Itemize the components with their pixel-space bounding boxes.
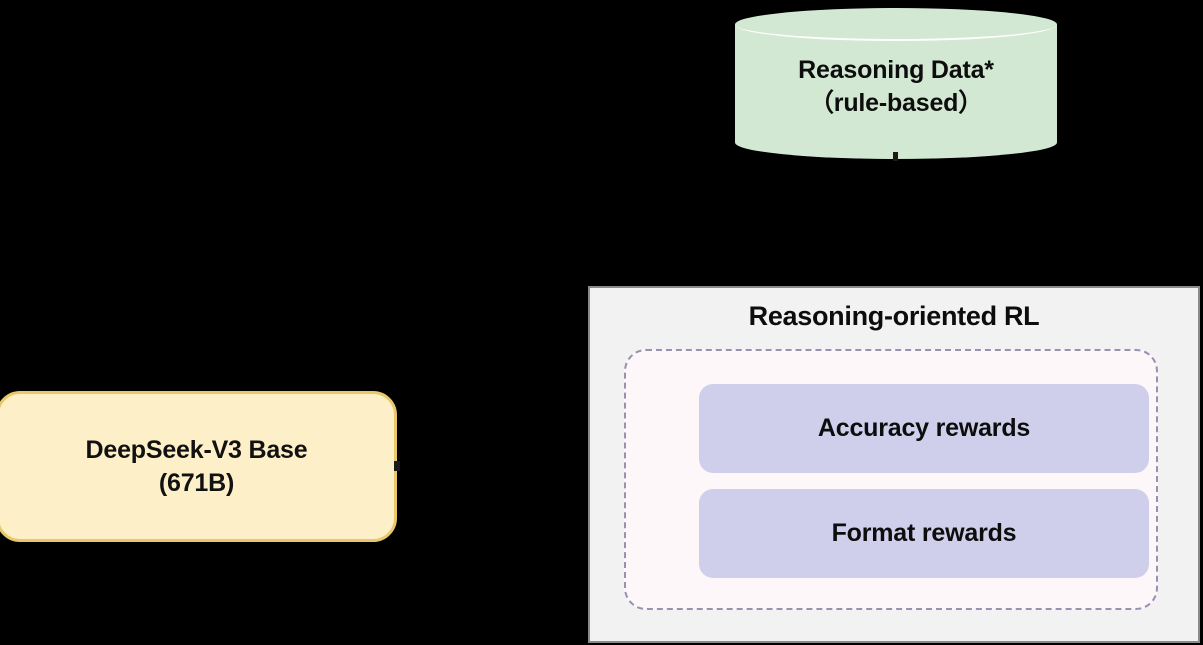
node-reasoning-data-line2: （rule-based） <box>808 88 984 117</box>
rewards-group-container: Accuracy rewards Format rewards <box>624 349 1158 610</box>
node-base-model[interactable]: DeepSeek-V3 Base (671B) <box>0 391 397 542</box>
panel-reasoning-oriented-rl[interactable]: Reasoning-oriented RL Accuracy rewards F… <box>588 286 1200 643</box>
reward-box-format[interactable]: Format rewards <box>699 489 1149 578</box>
node-base-model-line1: DeepSeek-V3 Base <box>85 435 308 464</box>
node-reasoning-data-label: Reasoning Data* （rule-based） <box>735 54 1057 119</box>
arrow-from-reasoning-data <box>893 152 898 161</box>
node-base-model-label: DeepSeek-V3 Base (671B) <box>86 434 308 500</box>
reward-box-accuracy[interactable]: Accuracy rewards <box>699 384 1149 473</box>
reward-box-accuracy-label: Accuracy rewards <box>817 414 1031 442</box>
cylinder-top-ellipse <box>735 8 1057 41</box>
reward-box-format-label: Format rewards <box>831 519 1017 547</box>
node-reasoning-data-line1: Reasoning Data* <box>798 56 994 84</box>
node-base-model-line2: (671B) <box>158 468 235 497</box>
node-reasoning-data[interactable]: Reasoning Data* （rule-based） <box>735 8 1057 159</box>
cylinder-body <box>735 24 1057 142</box>
arrow-from-base-model <box>394 461 400 471</box>
panel-title: Reasoning-oriented RL <box>748 301 1040 331</box>
